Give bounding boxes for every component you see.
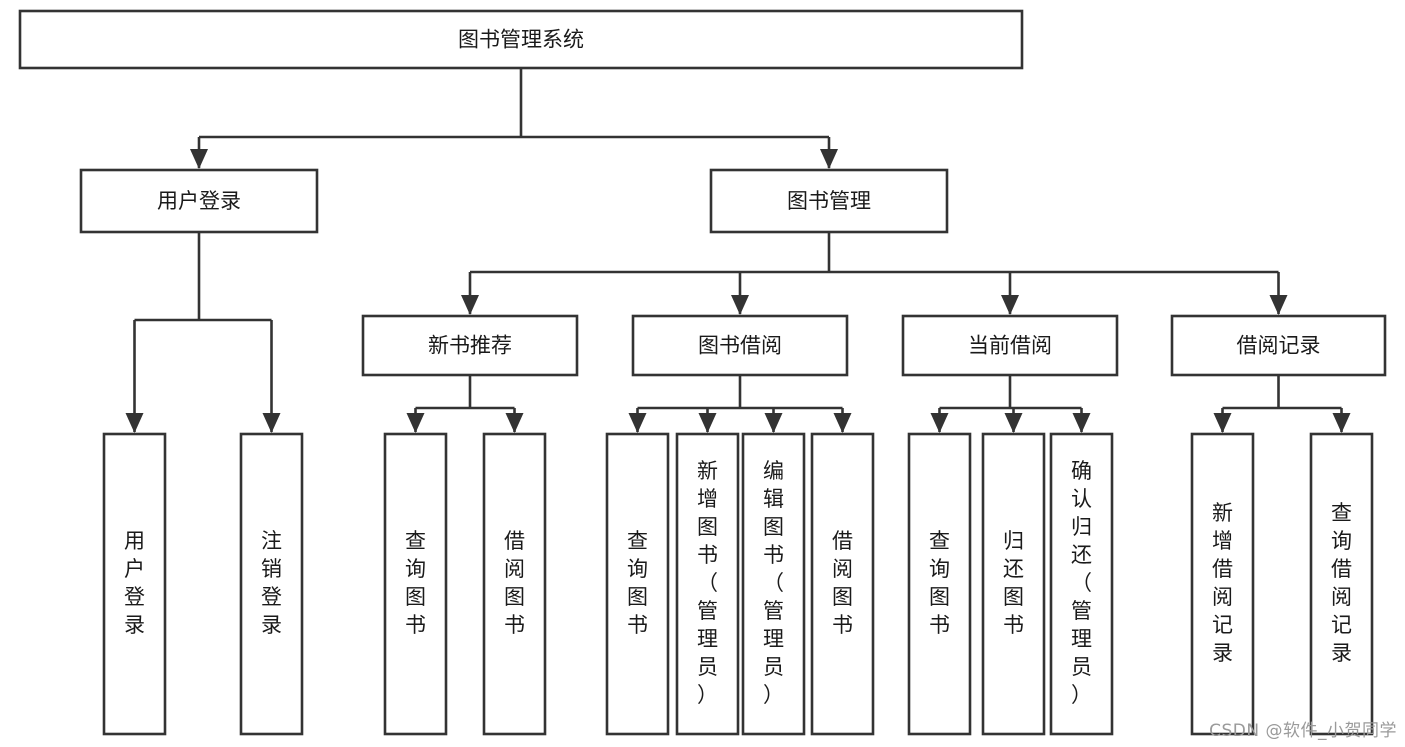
node-book-management-label: 图书管理	[787, 189, 871, 213]
node-leaf-confirm-return-box	[1049, 432, 1114, 736]
node-user-login-label: 用户登录	[157, 189, 241, 213]
node-leaf-borrow-book-1[interactable]: 借阅图书	[482, 432, 547, 736]
node-leaf-query-record[interactable]: 查询借阅记录	[1309, 432, 1374, 736]
arrow-head-icon	[125, 413, 144, 433]
arrow-head-icon	[1332, 413, 1351, 433]
node-layer: 图书管理系统用户登录图书管理新书推荐图书借阅当前借阅借阅记录用户登录注销登录查询…	[18, 9, 1387, 736]
node-user-login-box	[79, 168, 319, 234]
node-leaf-query-record-label: 查询借阅记录	[1331, 501, 1352, 665]
arrow-head-icon	[262, 413, 281, 433]
node-leaf-add-book-label: 新增图书（管理员）	[697, 459, 718, 707]
node-root-label: 图书管理系统	[458, 28, 584, 52]
node-leaf-confirm-return[interactable]: 确认归还（管理员）	[1049, 432, 1114, 736]
node-leaf-add-book-box	[675, 432, 740, 736]
arrow-head-icon	[833, 413, 852, 433]
node-current-borrow-box	[901, 314, 1119, 377]
arrow-head-icon	[698, 413, 717, 433]
node-book-borrow-label: 图书借阅	[698, 334, 782, 358]
node-leaf-borrow-book-1-box	[482, 432, 547, 736]
node-leaf-return-book-label: 归还图书	[1003, 529, 1024, 637]
node-leaf-edit-book[interactable]: 编辑图书（管理员）	[741, 432, 806, 736]
node-leaf-query-book-2-label: 查询图书	[627, 529, 648, 637]
node-leaf-borrow-book-1-label: 借阅图书	[504, 529, 525, 637]
arrow-head-icon	[764, 413, 783, 433]
arrow-head-icon	[505, 413, 524, 433]
node-book-management-box	[709, 168, 949, 234]
node-leaf-query-book-1[interactable]: 查询图书	[383, 432, 448, 736]
node-leaf-edit-book-label: 编辑图书（管理员）	[763, 459, 784, 707]
node-book-borrow[interactable]: 图书借阅	[631, 314, 849, 377]
node-leaf-confirm-return-label: 确认归还（管理员）	[1071, 459, 1092, 707]
node-leaf-borrow-book-2-label: 借阅图书	[832, 529, 853, 637]
node-leaf-borrow-book-2[interactable]: 借阅图书	[810, 432, 875, 736]
node-leaf-query-book-3-box	[907, 432, 972, 736]
arrow-head-icon	[190, 149, 208, 169]
node-book-borrow-box	[631, 314, 849, 377]
node-current-borrow[interactable]: 当前借阅	[901, 314, 1119, 377]
node-leaf-query-book-1-label: 查询图书	[405, 529, 426, 637]
node-borrow-record[interactable]: 借阅记录	[1170, 314, 1387, 377]
arrow-head-icon	[461, 295, 479, 315]
node-leaf-borrow-book-2-box	[810, 432, 875, 736]
node-leaf-edit-book-box	[741, 432, 806, 736]
node-borrow-record-box	[1170, 314, 1387, 377]
arrow-head-icon	[820, 149, 838, 169]
node-root[interactable]: 图书管理系统	[18, 9, 1024, 70]
node-borrow-record-label: 借阅记录	[1237, 334, 1321, 358]
node-leaf-query-book-2-box	[605, 432, 670, 736]
node-leaf-user-login-box	[102, 432, 167, 736]
node-leaf-logout-box	[239, 432, 304, 736]
node-leaf-logout[interactable]: 注销登录	[239, 432, 304, 736]
node-leaf-add-record[interactable]: 新增借阅记录	[1190, 432, 1255, 736]
node-new-book-recommend-label: 新书推荐	[428, 334, 512, 358]
node-new-book-recommend[interactable]: 新书推荐	[361, 314, 579, 377]
node-user-login[interactable]: 用户登录	[79, 168, 319, 234]
watermark-text: CSDN @软件_小贺同学	[1209, 721, 1397, 741]
node-leaf-user-login-label: 用户登录	[124, 529, 145, 637]
node-leaf-return-book-box	[981, 432, 1046, 736]
connector-layer	[125, 68, 1351, 433]
arrow-head-icon	[1004, 413, 1023, 433]
arrow-head-icon	[1269, 295, 1288, 315]
node-leaf-user-login[interactable]: 用户登录	[102, 432, 167, 736]
node-leaf-query-book-3[interactable]: 查询图书	[907, 432, 972, 736]
arrow-head-icon	[1072, 413, 1091, 433]
arrow-head-icon	[406, 413, 425, 433]
node-leaf-logout-label: 注销登录	[261, 529, 282, 637]
arrow-head-icon	[930, 413, 949, 433]
arrow-head-icon	[1001, 295, 1019, 315]
node-leaf-add-record-label: 新增借阅记录	[1212, 501, 1233, 665]
node-leaf-query-book-1-box	[383, 432, 448, 736]
node-root-box	[18, 9, 1024, 70]
node-new-book-recommend-box	[361, 314, 579, 377]
node-leaf-add-record-box	[1190, 432, 1255, 736]
arrow-head-icon	[628, 413, 647, 433]
node-leaf-query-record-box	[1309, 432, 1374, 736]
node-current-borrow-label: 当前借阅	[968, 334, 1052, 358]
arrow-head-icon	[731, 295, 749, 315]
arrow-head-icon	[1213, 413, 1232, 433]
node-book-management[interactable]: 图书管理	[709, 168, 949, 234]
node-leaf-add-book[interactable]: 新增图书（管理员）	[675, 432, 740, 736]
node-leaf-query-book-2[interactable]: 查询图书	[605, 432, 670, 736]
node-leaf-return-book[interactable]: 归还图书	[981, 432, 1046, 736]
node-leaf-query-book-3-label: 查询图书	[929, 529, 950, 637]
